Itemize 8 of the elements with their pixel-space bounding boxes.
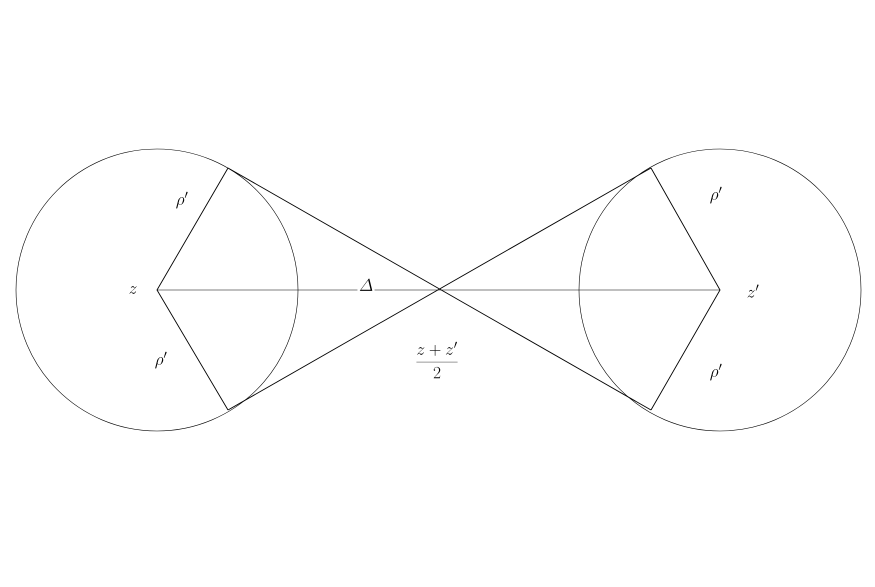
math-label: $\rho'$ — [708, 185, 724, 205]
math-label: $z'$ — [745, 283, 761, 299]
math-label: $\mathnormal{\Delta}$ — [357, 278, 375, 292]
math-label: $\rho'$ — [708, 362, 724, 382]
math-label: $\frac{z+z'}{2}$ — [414, 340, 460, 380]
math-label: $\rho'$ — [174, 190, 190, 210]
math-label: $\rho'$ — [153, 350, 169, 370]
math-label: $z$ — [127, 284, 139, 296]
